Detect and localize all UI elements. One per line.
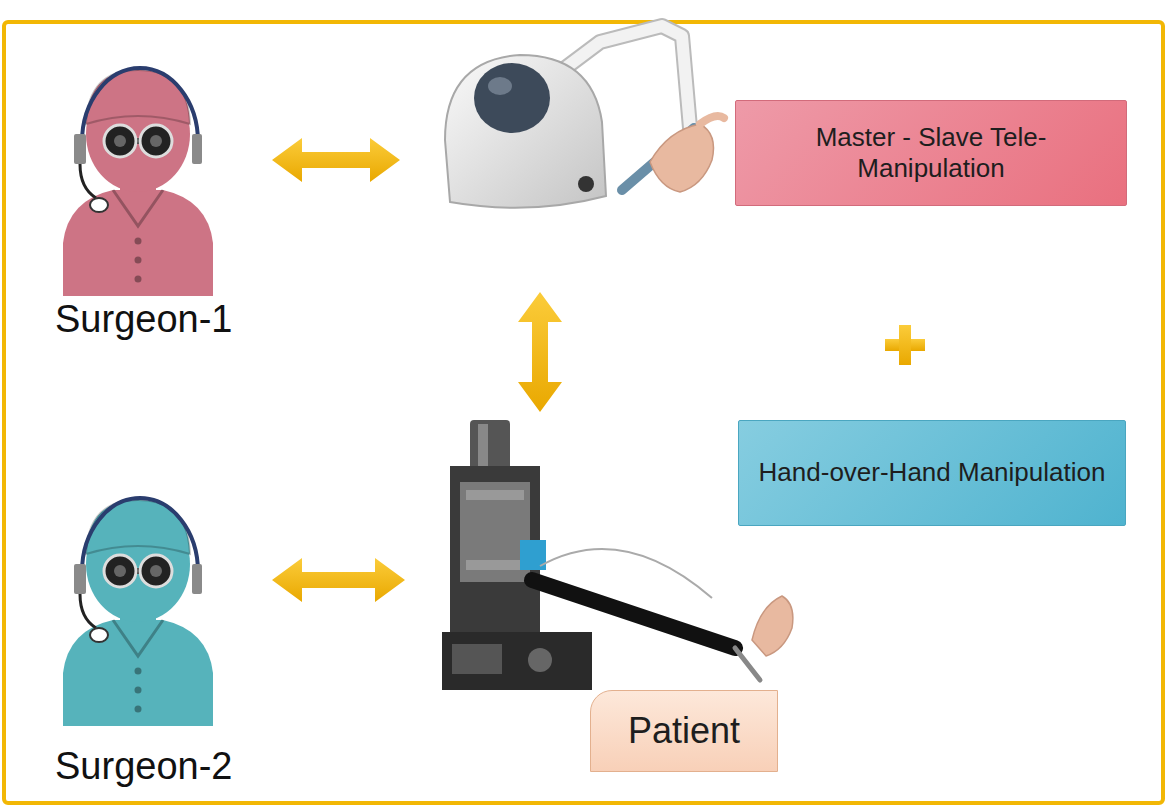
box-text: Hand-over-Hand Manipulation xyxy=(759,457,1106,488)
patient-tab: Patient xyxy=(590,690,778,772)
surgeon-icon xyxy=(63,68,213,296)
double-arrow xyxy=(272,558,405,602)
box-text: Patient xyxy=(628,709,740,752)
haptic-device xyxy=(445,26,724,208)
plus-sign xyxy=(885,325,925,365)
role-label: Surgeon-2 xyxy=(55,745,232,788)
surgeon-icon xyxy=(63,498,213,726)
double-arrow xyxy=(272,138,400,182)
process-box: Hand-over-Hand Manipulation xyxy=(738,420,1126,526)
process-box: Master - Slave Tele-Manipulation xyxy=(735,100,1127,206)
role-label: Surgeon-1 xyxy=(55,298,232,341)
double-arrow xyxy=(518,292,562,412)
box-text: Master - Slave Tele-Manipulation xyxy=(750,122,1112,184)
